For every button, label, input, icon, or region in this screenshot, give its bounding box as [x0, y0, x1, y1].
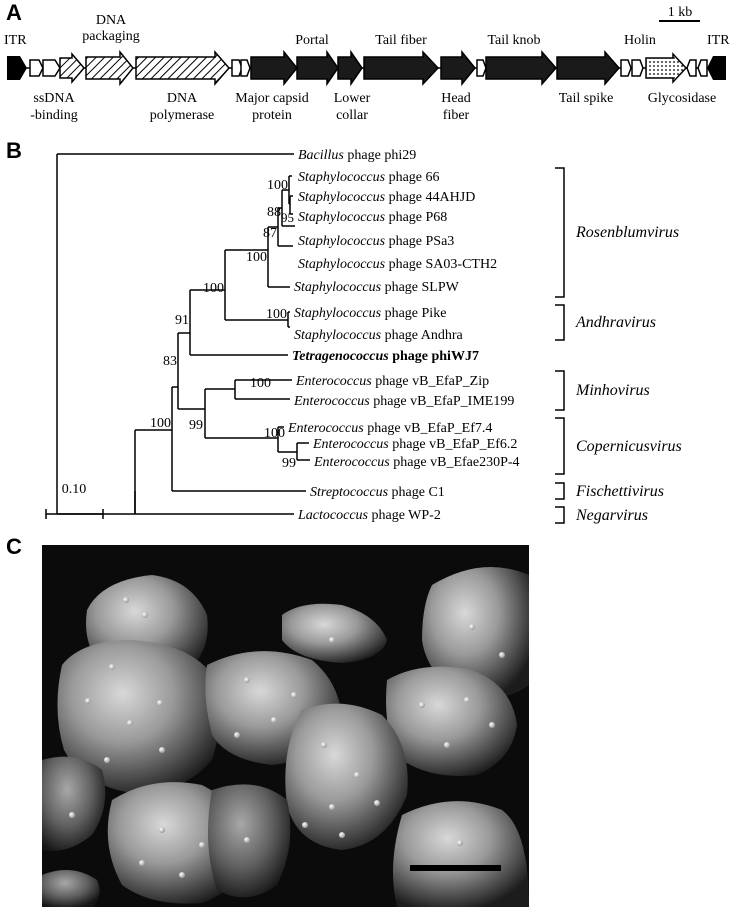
- bootstrap-label: 100: [266, 307, 287, 322]
- label-dna-packaging-2: packaging: [82, 29, 140, 44]
- label-portal: Portal: [295, 33, 329, 48]
- dna-polymerase-gene: [135, 50, 230, 86]
- itr-right-label: ITR: [707, 33, 730, 48]
- taxon-ime199: Enterococcus phage vB_EfaP_IME199: [293, 394, 514, 409]
- tail-spike-gene: [556, 50, 620, 86]
- taxon-pike: Staphylococcus phage Pike: [294, 306, 446, 321]
- label-head-fiber-2: fiber: [443, 108, 470, 123]
- bootstrap-label: 99: [282, 456, 296, 471]
- label-major-capsid-1: Major capsid: [235, 91, 308, 106]
- taxon-ef74: Enterococcus phage vB_EfaP_Ef7.4: [287, 421, 492, 436]
- bootstrap-label: 87: [263, 226, 277, 241]
- bootstrap-label: 100: [267, 178, 288, 193]
- bootstrap-label: 100: [264, 426, 285, 441]
- portal-gene: [296, 49, 339, 87]
- tree-scale-bar: [45, 509, 104, 519]
- taxon-efae230p4: Enterococcus phage vB_Efae230P-4: [313, 455, 520, 470]
- label-lower-collar-1: Lower: [334, 91, 371, 106]
- label-holin: Holin: [624, 33, 656, 48]
- bacterial-cells: [42, 567, 529, 907]
- bootstrap-label: 99: [189, 418, 203, 433]
- itr-right-gene: [707, 56, 726, 80]
- taxon-andhra: Staphylococcus phage Andhra: [294, 328, 464, 343]
- taxon-wp2: Lactococcus phage WP-2: [297, 508, 441, 523]
- holin-gene: [631, 59, 644, 77]
- early-genes: [29, 51, 85, 85]
- taxon-ef62: Enterococcus phage vB_EfaP_Ef6.2: [312, 437, 517, 452]
- label-dna-packaging-1: DNA: [96, 13, 127, 28]
- glycosidase-gene: [645, 52, 688, 84]
- label-tail-knob: Tail knob: [487, 33, 540, 48]
- clade-andhravirus: Andhravirus: [575, 314, 656, 331]
- taxon-psa3: Staphylococcus phage PSa3: [298, 234, 454, 249]
- phage-particles: [69, 597, 505, 878]
- clade-copernicusvirus: Copernicusvirus: [576, 438, 682, 455]
- clade-rosenblumvirus: Rosenblumvirus: [575, 224, 679, 241]
- label-lower-collar-2: collar: [336, 108, 368, 123]
- panel-label-c: C: [6, 534, 22, 559]
- clade-names: Rosenblumvirus Andhravirus Minhovirus Co…: [575, 224, 682, 524]
- bootstrap-label: 100: [250, 376, 271, 391]
- taxon-sa03: Staphylococcus phage SA03-CTH2: [298, 257, 497, 272]
- tail-knob-gene: [485, 50, 557, 86]
- taxon-zip: Enterococcus phage vB_EfaP_Zip: [295, 374, 489, 389]
- genome-map: 1 kb ITR ITR DNA packaging Portal: [4, 5, 730, 123]
- taxon-44ahjd: Staphylococcus phage 44AHJD: [298, 190, 475, 205]
- label-head-fiber-1: Head: [441, 91, 471, 106]
- taxa-labels: Bacillus phage phi29 Staphylococcus phag…: [287, 148, 520, 523]
- itr-left-label: ITR: [4, 33, 27, 48]
- taxon-c1: Streptococcus phage C1: [310, 485, 445, 500]
- label-dna-pol-2: polymerase: [150, 108, 215, 123]
- tail-fiber-gene: [363, 50, 440, 86]
- bootstrap-label: 100: [203, 281, 224, 296]
- bootstrap-label: 100: [150, 416, 171, 431]
- taxon-slpw: Staphylococcus phage SLPW: [294, 280, 460, 295]
- label-major-capsid-2: protein: [252, 108, 292, 123]
- label-glycosidase: Glycosidase: [648, 91, 716, 106]
- taxon-p68: Staphylococcus phage P68: [298, 210, 447, 225]
- bootstrap-label: 91: [175, 313, 189, 328]
- label-tail-fiber: Tail fiber: [375, 33, 427, 48]
- taxon-phiwj7: Tetragenococcus phage phiWJ7: [292, 349, 479, 364]
- bootstrap-label: 83: [163, 354, 177, 369]
- panel-label-b: B: [6, 138, 22, 163]
- taxon-phi29: Bacillus phage phi29: [298, 148, 416, 163]
- bootstrap-label: 95: [281, 210, 294, 225]
- taxon-66: Staphylococcus phage 66: [298, 170, 440, 185]
- itr-left-gene: [7, 56, 27, 80]
- tree-scale-label: 0.10: [62, 482, 87, 497]
- sem-scale-bar: [410, 865, 501, 871]
- panel-label-a: A: [6, 0, 22, 25]
- label-tail-spike: Tail spike: [559, 91, 614, 106]
- head-fiber-gene: [440, 49, 476, 87]
- scale-bar-label: 1 kb: [668, 5, 693, 20]
- bootstrap-label: 100: [246, 250, 267, 265]
- clade-fischettivirus: Fischettivirus: [575, 483, 664, 500]
- sem-micrograph: [42, 545, 529, 907]
- phylogenetic-tree: Bacillus phage phi29 Staphylococcus phag…: [45, 148, 682, 524]
- major-capsid-gene: [250, 49, 298, 87]
- bootstrap-values: 100 88 95 87 100 100 100 91 83 100 99 10…: [150, 178, 296, 471]
- lower-collar-gene: [337, 49, 363, 87]
- clade-negarvirus: Negarvirus: [575, 507, 648, 524]
- label-dna-pol-1: DNA: [167, 91, 198, 106]
- label-ssdna-2: -binding: [30, 108, 77, 123]
- bootstrap-label: 88: [267, 205, 281, 220]
- clade-brackets: [555, 167, 565, 524]
- clade-minhovirus: Minhovirus: [575, 382, 650, 399]
- label-ssdna-1: ssDNA: [33, 91, 75, 106]
- dna-packaging-gene: [85, 49, 134, 87]
